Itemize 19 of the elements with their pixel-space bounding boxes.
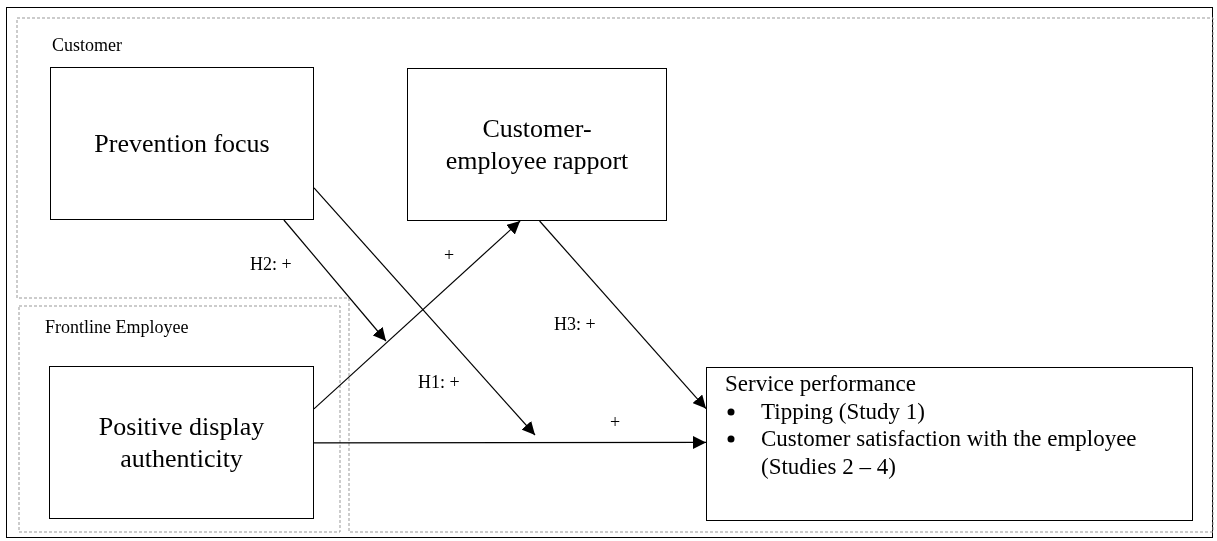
arrow xyxy=(313,187,536,436)
construct-label: Customer- employee rapport xyxy=(444,113,630,176)
group-label: Frontline Employee xyxy=(45,317,189,338)
arrow xyxy=(313,436,707,449)
arrow xyxy=(283,219,387,342)
construct-box xyxy=(407,68,667,221)
arrow xyxy=(313,220,521,410)
bullet-item: Customer satisfaction with the employee (Studies 2 – 4) xyxy=(761,425,1138,481)
group-region xyxy=(19,306,340,532)
construct-box xyxy=(50,67,314,220)
group-label: Customer xyxy=(52,35,122,56)
group-region xyxy=(17,18,1213,532)
outcome-title: Service performance xyxy=(725,370,917,398)
arrow xyxy=(539,220,707,410)
bullet-item: Tipping (Study 1) xyxy=(761,397,927,426)
construct-label: Prevention focus xyxy=(94,127,270,160)
construct-label: Positive display authenticity xyxy=(97,411,266,474)
construct-box xyxy=(49,366,314,519)
outcome-box xyxy=(706,367,1193,521)
